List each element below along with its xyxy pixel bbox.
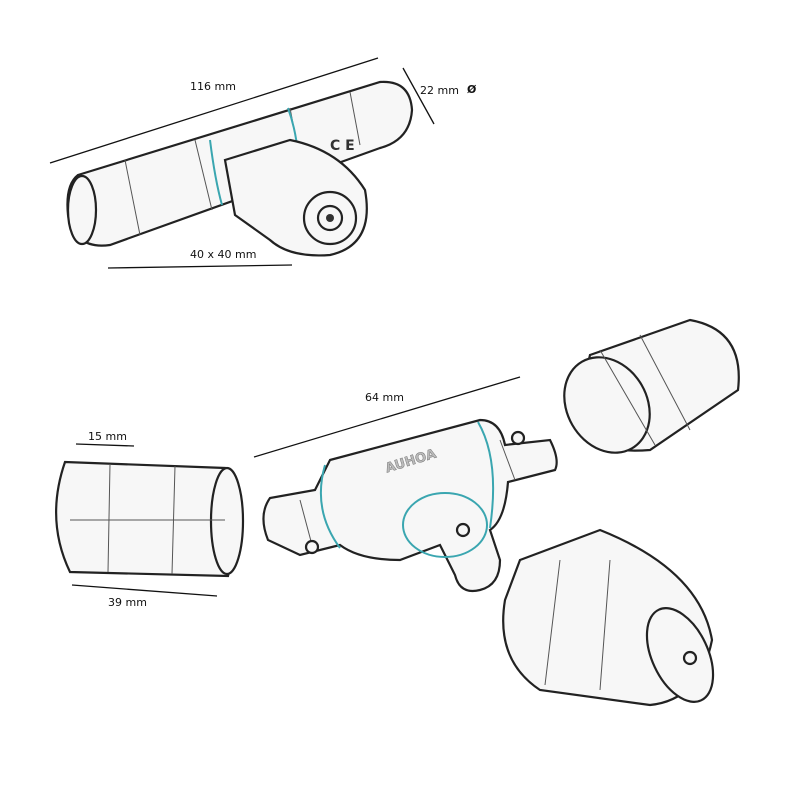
cap-length-label: 39 mm	[108, 596, 147, 609]
diameter-dimension-line	[402, 67, 435, 125]
body-length-dimension-line	[253, 376, 521, 458]
bottom-right-cap	[502, 528, 715, 707]
length-label: 116 mm	[190, 80, 236, 93]
ce-mark: C E	[330, 138, 355, 154]
diameter-symbol: Ø	[467, 83, 477, 96]
left-cap	[55, 460, 245, 578]
exploded-t-connector: AOHUA	[55, 318, 740, 707]
assembled-t-connector: C E	[49, 57, 435, 269]
nut-width-label: 15 mm	[88, 430, 127, 443]
connector-body: AOHUA	[262, 418, 558, 593]
top-right-cap	[563, 318, 740, 454]
diameter-label: 22 mm	[420, 84, 459, 97]
nut-width-dimension-line	[75, 443, 135, 447]
body-length-label: 64 mm	[365, 391, 404, 404]
size-dimension-line	[107, 264, 293, 269]
size-label: 40 x 40 mm	[190, 248, 257, 261]
cap-length-dimension-line	[71, 584, 218, 597]
length-dimension-line	[49, 57, 379, 164]
